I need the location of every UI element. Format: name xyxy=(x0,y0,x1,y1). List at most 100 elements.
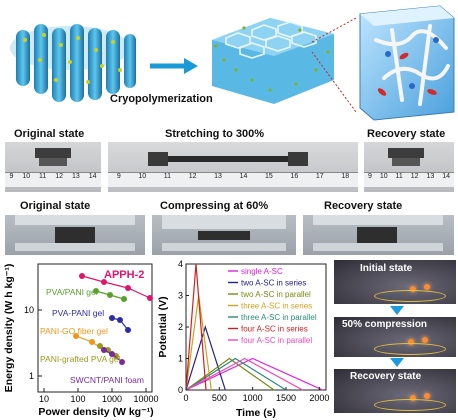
ruler-mid-tick-label: 18 xyxy=(341,173,350,180)
ruler-left-tick-label: 9 xyxy=(9,173,14,180)
ruler-right-tick-label: 14 xyxy=(442,173,451,180)
demo-label-initial: Initial state xyxy=(360,263,413,274)
down-arrow-icon-1 xyxy=(390,306,404,315)
ragone-label-swcnt: SWCNT/PANI foam xyxy=(70,375,144,385)
demo-label-compressed: 50% compression xyxy=(342,319,428,330)
compress-original-label: Original state xyxy=(20,200,91,212)
gcd-ytick-label: 3 xyxy=(178,291,183,301)
ragone-point xyxy=(107,292,113,298)
ruler-mid-tick-label: 15 xyxy=(265,173,273,180)
ruler-mid-tick-label: 16 xyxy=(290,173,299,180)
ragone-label-pani-go: PANI-GO fiber gel xyxy=(40,326,108,336)
gcd-axes-frame xyxy=(185,263,327,391)
cryopolymerization-label: Cryopolymerization xyxy=(110,93,213,105)
compress-recovery-label: Recovery state xyxy=(324,200,403,212)
demo-label-recovery: Recovery state xyxy=(350,371,422,382)
ruler-right-tick-label: 9 xyxy=(367,173,372,180)
ragone-point xyxy=(109,351,115,357)
ragone-point xyxy=(119,359,125,365)
ruler-right-tick-label: 11 xyxy=(395,173,403,180)
ruler-mid-tick-label: 11 xyxy=(163,173,172,180)
stretch-photo-original xyxy=(5,142,101,192)
gcd-xlabel: Time (s) xyxy=(236,407,276,419)
gcd-series-line-0 xyxy=(185,357,323,391)
ragone-xtick-100: 100 xyxy=(70,394,85,404)
demo-photo-recovery xyxy=(334,369,456,413)
gcd-legend-label: four A-SC in parallel xyxy=(241,336,312,345)
compress-photo-compressed xyxy=(152,215,296,255)
gcd-legend-label: two A-SC in parallel xyxy=(241,290,311,299)
ruler-mid-tick-label: 12 xyxy=(188,173,197,180)
ragone-point xyxy=(147,295,153,301)
gcd-xtick-label: 1000 xyxy=(243,393,263,403)
ragone-ytick-1: 1 xyxy=(29,371,34,381)
cylinder-cluster-left xyxy=(10,24,136,102)
ragone-point xyxy=(101,279,107,285)
ruler-right-tick-label: 12 xyxy=(410,173,419,180)
gcd-xtick-label: 2000 xyxy=(309,393,329,403)
down-arrow-icon-2 xyxy=(390,358,404,367)
ragone-title: APPH-2 xyxy=(104,269,144,281)
ruler-left-tick-label: 11 xyxy=(39,173,47,180)
stretch-photo-stretched xyxy=(108,142,358,192)
ruler-right-tick-label: 10 xyxy=(379,173,388,180)
gcd-legend-label: four A-SC in series xyxy=(241,325,308,334)
stretch-original-label: Original state xyxy=(14,128,85,140)
gcd-ylabel: Potential (V) xyxy=(158,296,169,357)
ruler-left-tick-label: 12 xyxy=(55,173,64,180)
ruler-mid-tick-label: 14 xyxy=(239,173,248,180)
ragone-axes-frame xyxy=(37,263,153,393)
ragone-xtick-1000: 1000 xyxy=(102,394,122,404)
ragone-point xyxy=(125,285,131,291)
ragone-ylabel: Energy density (W h kg⁻¹) xyxy=(3,264,15,393)
gcd-legend-label: three A-SC in parallel xyxy=(241,313,317,322)
ragone-plot: 1 10 10 100 1000 10000 Power density (W … xyxy=(3,263,159,418)
compress-photo-original xyxy=(5,215,145,255)
ragone-label-pani-grafted: PANI-grafted PVA gel xyxy=(40,354,121,364)
ruler-middle: 9 10 11 12 13 14 15 16 17 18 xyxy=(108,173,358,185)
compress-photo-recovery xyxy=(303,215,454,255)
ragone-point xyxy=(73,333,79,339)
gcd-series-line-6 xyxy=(185,357,303,391)
hydrogel-structure-illustration xyxy=(10,5,455,121)
honeycomb-block xyxy=(212,17,357,113)
ruler-mid-tick-label: 10 xyxy=(138,173,147,180)
ragone-point xyxy=(97,343,103,349)
ragone-point xyxy=(117,317,123,323)
gcd-legend-label: two A-SC in series xyxy=(241,279,306,288)
ragone-xlabel: Power density (W kg⁻¹) xyxy=(38,406,153,418)
top-illustration: Cryopolymerization xyxy=(0,0,458,124)
ruler-right: 9 10 11 12 13 14 xyxy=(364,173,454,185)
gcd-xtick-label: 0 xyxy=(183,393,188,403)
ragone-ytick-10: 10 xyxy=(24,305,34,315)
ruler-mid-tick-label: 13 xyxy=(214,173,222,180)
compress-middle-label: Compressing at 60% xyxy=(160,200,269,212)
gcd-legend-label: three A-SC in series xyxy=(241,302,312,311)
ragone-series-pva-pani-slash xyxy=(93,288,127,302)
ragone-point xyxy=(79,273,85,279)
ragone-point xyxy=(109,315,115,321)
gcd-ytick-label: 4 xyxy=(178,259,183,269)
ragone-series-apph xyxy=(79,273,153,301)
gcd-ytick-label: 1 xyxy=(178,354,183,364)
ragone-point xyxy=(89,339,95,345)
ragone-point xyxy=(121,296,127,302)
zoom-cube xyxy=(359,5,455,121)
ruler-right-tick-label: 13 xyxy=(426,173,435,180)
ruler-mid-tick-label: 17 xyxy=(315,173,324,180)
gcd-series-line-5 xyxy=(185,263,207,391)
ragone-label-pva-pani-dash: PVA-PANI gel xyxy=(52,308,104,318)
demo-photo-compressed xyxy=(334,317,456,357)
gcd-ytick-label: 2 xyxy=(178,322,183,332)
gcd-series-line-4 xyxy=(185,357,287,391)
ruler-left-tick-label: 13 xyxy=(72,173,80,180)
gcd-ytick-label: 0 xyxy=(178,385,183,395)
ragone-xtick-marks xyxy=(43,388,147,392)
ragone-point xyxy=(101,347,107,353)
ragone-series-pva-pani-dash xyxy=(109,315,131,333)
stretch-photo-recovery xyxy=(364,142,454,192)
ruler-mid-tick-label: 9 xyxy=(116,173,121,180)
stretch-recovery-label: Recovery state xyxy=(367,128,446,140)
